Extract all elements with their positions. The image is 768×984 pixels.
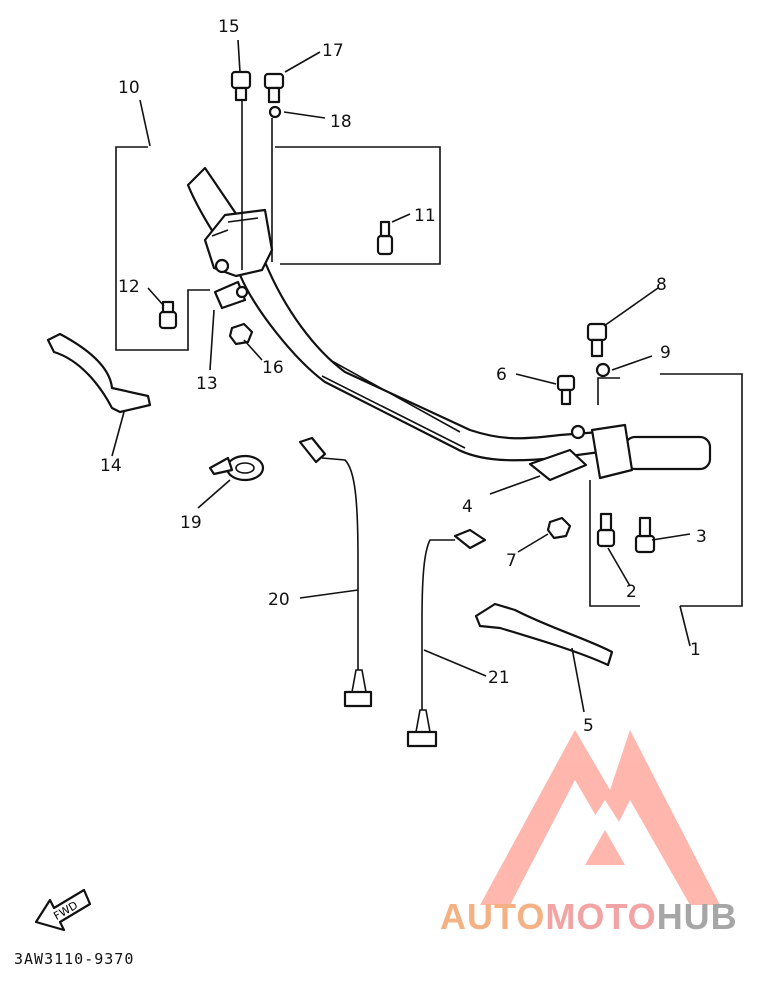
- callout-13: 13: [196, 374, 218, 394]
- callout-6: 6: [496, 365, 507, 385]
- callout-2: 2: [626, 582, 637, 602]
- callout-17: 17: [322, 41, 344, 61]
- right-switch-assembly: [528, 423, 634, 482]
- callout-19: 19: [180, 513, 202, 533]
- bolts: [158, 70, 656, 554]
- callout-8: 8: [656, 275, 667, 295]
- brake-lever: [474, 602, 614, 667]
- callout-3: 3: [696, 527, 707, 547]
- group-box-10: [115, 146, 210, 351]
- automotohub-logo-icon: [480, 730, 720, 905]
- callout-20: 20: [268, 590, 290, 610]
- watermark-hub: HUB: [656, 896, 738, 937]
- part-code: 3AW3110-9370: [14, 950, 135, 968]
- watermark-moto: MOTO: [545, 896, 657, 937]
- callout-4: 4: [462, 497, 473, 517]
- clutch-lever: [46, 332, 152, 414]
- clamp: [208, 454, 265, 482]
- callout-15: 15: [218, 17, 240, 37]
- callout-9: 9: [660, 343, 671, 363]
- callout-11: 11: [414, 206, 436, 226]
- switch-cable-20: [298, 436, 373, 708]
- callout-5: 5: [583, 716, 594, 736]
- callout-14: 14: [100, 456, 122, 476]
- callout-16: 16: [262, 358, 284, 378]
- callout-1: 1: [690, 640, 701, 660]
- fwd-arrow-icon: FWD: [34, 888, 92, 932]
- switch-cable-21: [406, 528, 487, 748]
- callout-7: 7: [506, 551, 517, 571]
- callout-18: 18: [330, 112, 352, 132]
- group-box-1: [589, 373, 743, 607]
- leader-lines: [111, 39, 691, 713]
- left-switch-assembly: [203, 208, 274, 310]
- watermark-text: AUTOMOTOHUB: [440, 896, 738, 938]
- callout-10: 10: [118, 78, 140, 98]
- watermark-auto: AUTO: [440, 896, 546, 937]
- callout-12: 12: [118, 277, 140, 297]
- callout-21: 21: [488, 668, 510, 688]
